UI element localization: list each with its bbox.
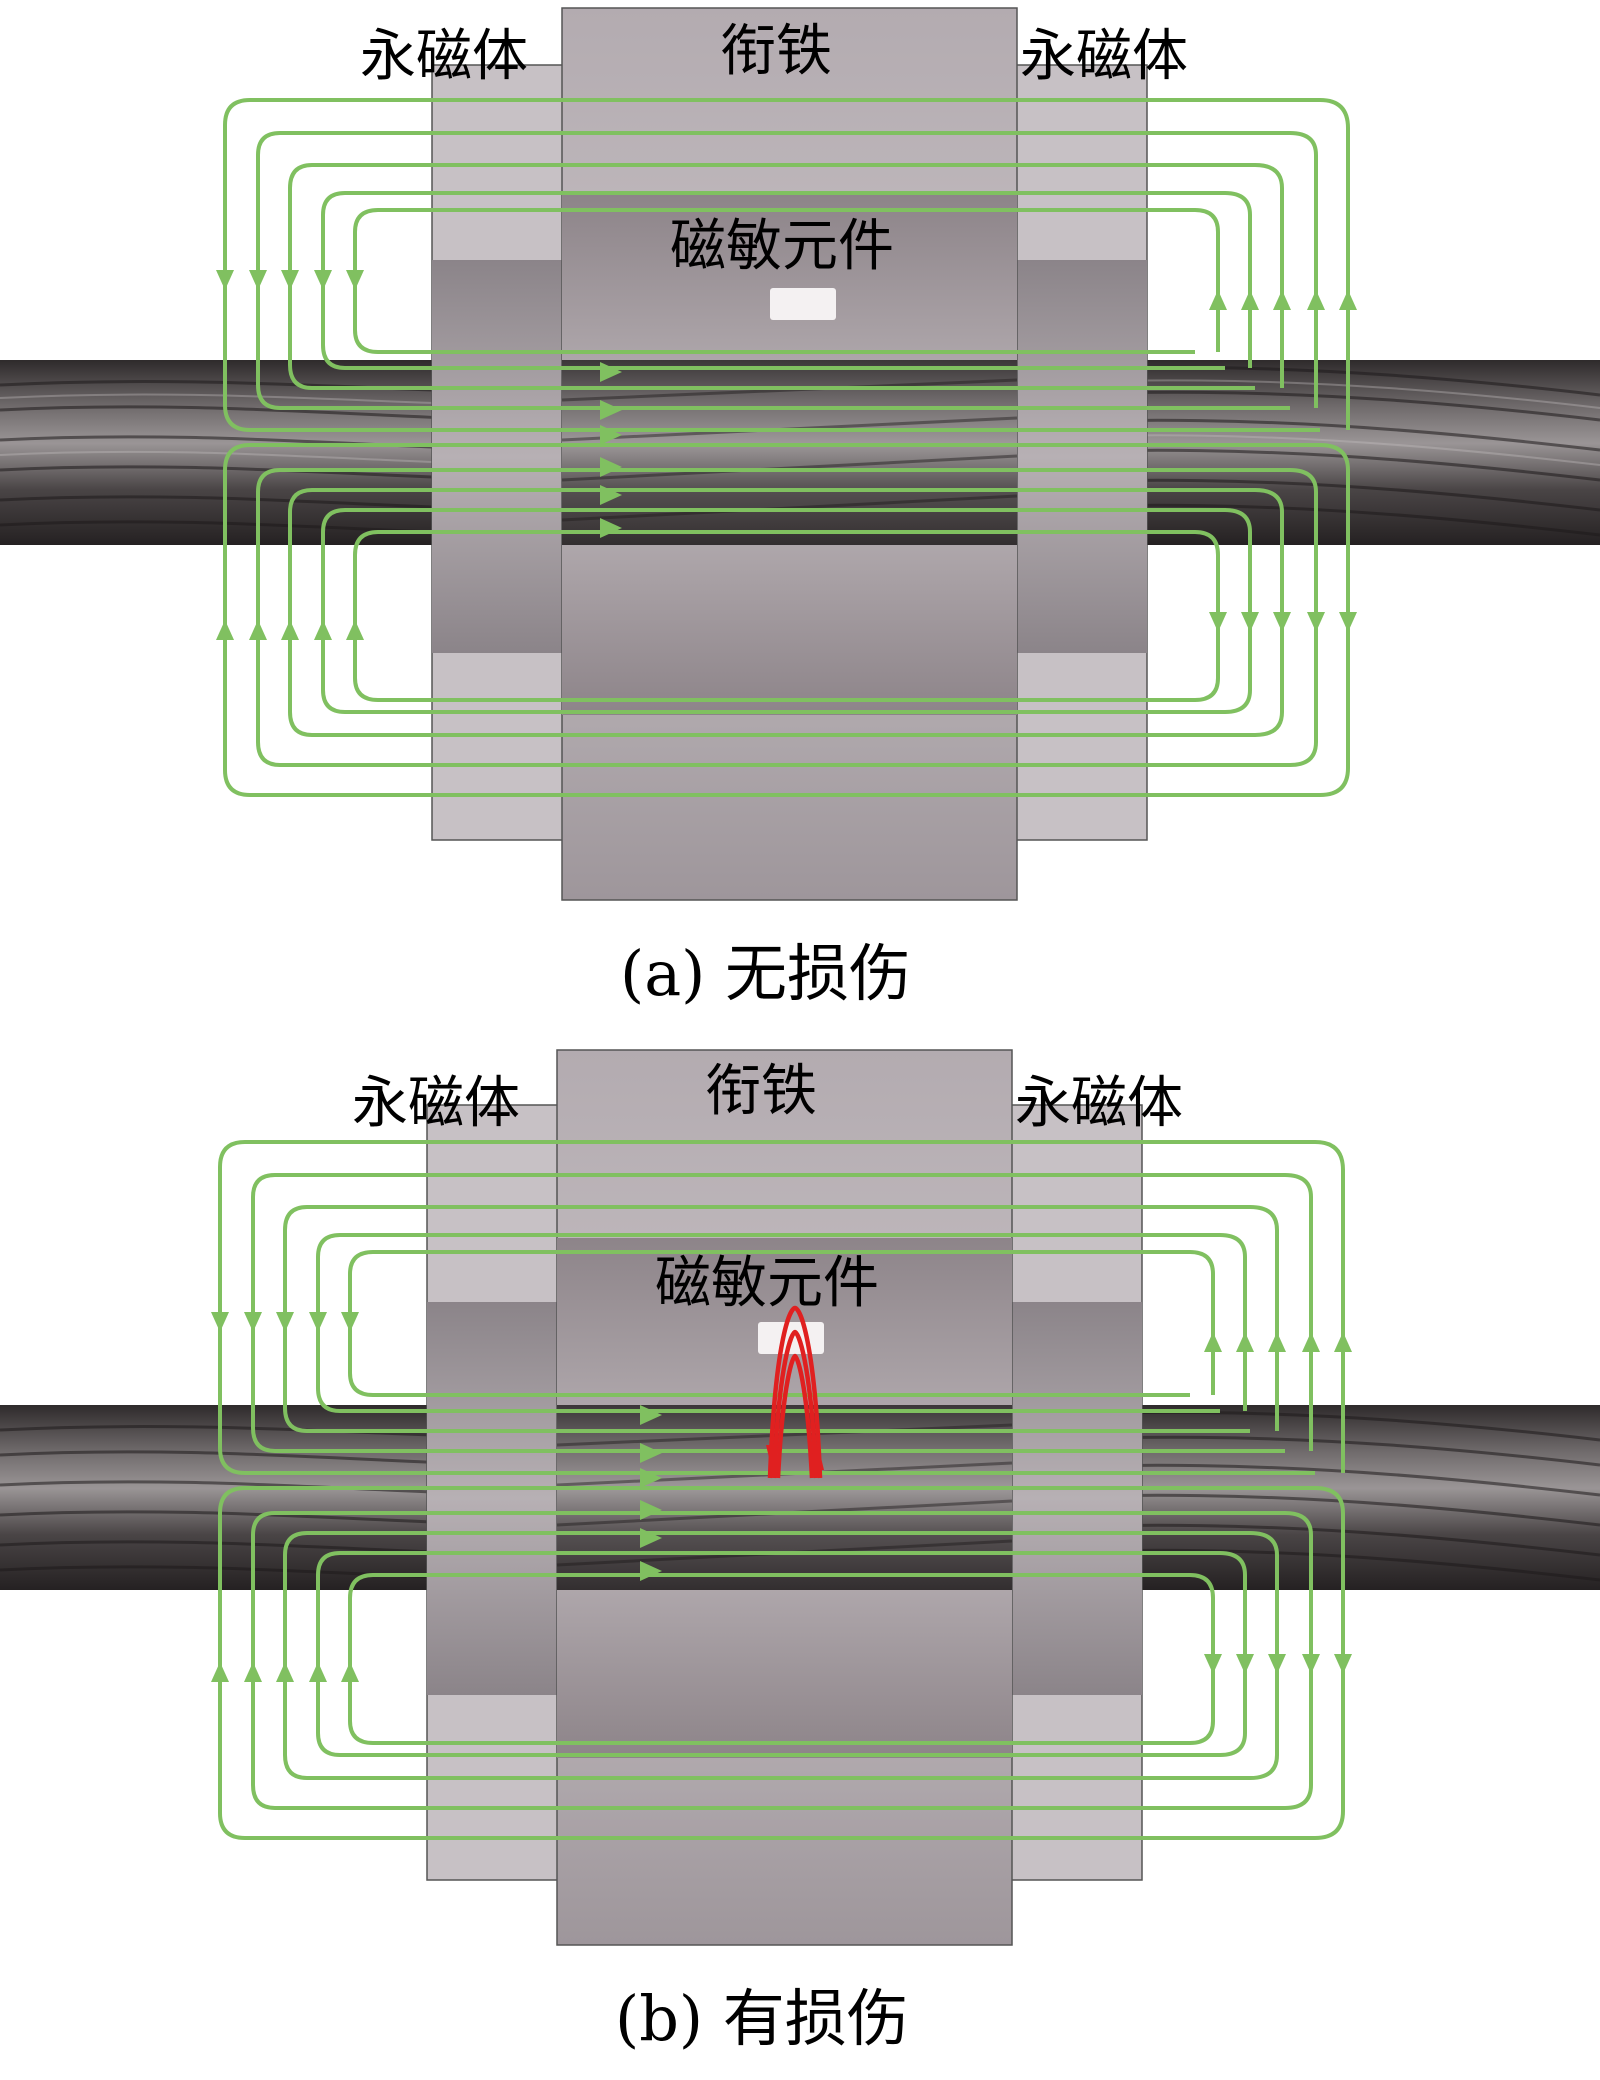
arrow-down [249,270,267,290]
label-sensor: 磁敏元件 [670,214,894,279]
yoke [556,1049,1013,1946]
arrow-down [309,1312,327,1332]
arrow-down [314,270,332,290]
arrow-up [1209,290,1227,310]
label-sensor: 磁敏元件 [655,1251,879,1316]
arrow-down [276,1312,294,1332]
panel-b-diagram: 永磁体 永磁体 衔铁 磁敏元件 (b) 有损伤 [0,1049,1600,2055]
arrow-up [812,1445,824,1470]
arrow-right [640,1500,662,1520]
label-yoke: 衔铁 [705,1059,817,1124]
arrow-down [1334,1654,1352,1674]
arrow-right [600,400,622,420]
magnet-left [431,64,565,841]
arrow-down [766,1445,778,1470]
arrow-up [244,1662,262,1682]
panel-b-damaged: 永磁体 永磁体 衔铁 磁敏元件 (b) 有损伤 [0,1040,1600,2080]
caption-a: (a) 无损伤 [620,937,911,1010]
label-magnet-right: 永磁体 [1015,1071,1183,1136]
arrow-down [1268,1654,1286,1674]
yoke [561,7,1018,901]
arrow-up [1273,290,1291,310]
arrow-up [281,620,299,640]
arrow-down [1302,1654,1320,1674]
arrow-right [600,457,622,477]
field-arrows [216,270,1357,640]
panel-a-diagram: 永磁体 永磁体 衔铁 磁敏元件 (a) 无损伤 [0,7,1600,1010]
arrow-up [1307,290,1325,310]
arrow-up [341,1662,359,1682]
magnet-right [1009,1104,1143,1881]
arrow-up [346,620,364,640]
arrow-right [600,362,622,382]
arrow-up [309,1662,327,1682]
arrow-right [640,1528,662,1548]
magnet-right [1014,64,1148,841]
magnet-left [426,1104,560,1881]
arrow-down [1339,612,1357,632]
leakage-field-lines [767,1305,823,1479]
arrow-up [1241,290,1259,310]
arrow-down [1307,612,1325,632]
arrow-down [1273,612,1291,632]
arrow-down [346,270,364,290]
arrow-up [211,1662,229,1682]
arrow-down [216,270,234,290]
arrow-up [216,620,234,640]
arrow-down [341,1312,359,1332]
arrow-right [640,1405,662,1425]
arrow-right [600,485,622,505]
leakage-arrows [766,1445,824,1470]
arrow-up [1334,1332,1352,1352]
arrow-down [211,1312,229,1332]
arrow-down [1241,612,1259,632]
arrow-right [600,425,622,445]
label-magnet-left: 永磁体 [360,24,528,89]
arrow-up [249,620,267,640]
panel-a-no-damage: 永磁体 永磁体 衔铁 磁敏元件 (a) 无损伤 [0,7,1600,1010]
arrow-up [1236,1332,1254,1352]
arrow-right [640,1443,662,1463]
arrow-down [1236,1654,1254,1674]
label-yoke: 衔铁 [720,19,832,84]
arrow-up [314,620,332,640]
arrow-up [276,1662,294,1682]
arrow-down [281,270,299,290]
arrow-down [1204,1654,1222,1674]
label-magnet-right: 永磁体 [1020,24,1188,89]
arrow-right [600,518,622,538]
label-magnet-left: 永磁体 [352,1071,520,1136]
arrow-down [1209,612,1227,632]
arrow-right [640,1561,662,1581]
arrow-right [640,1468,662,1488]
caption-b: (b) 有损伤 [615,1982,909,2055]
arrow-up [1204,1332,1222,1352]
arrow-up [1268,1332,1286,1352]
arrow-up [1339,290,1357,310]
arrow-down [244,1312,262,1332]
field-arrows [211,1312,1352,1682]
arrow-up [1302,1332,1320,1352]
magnetic-sensor [770,288,836,320]
